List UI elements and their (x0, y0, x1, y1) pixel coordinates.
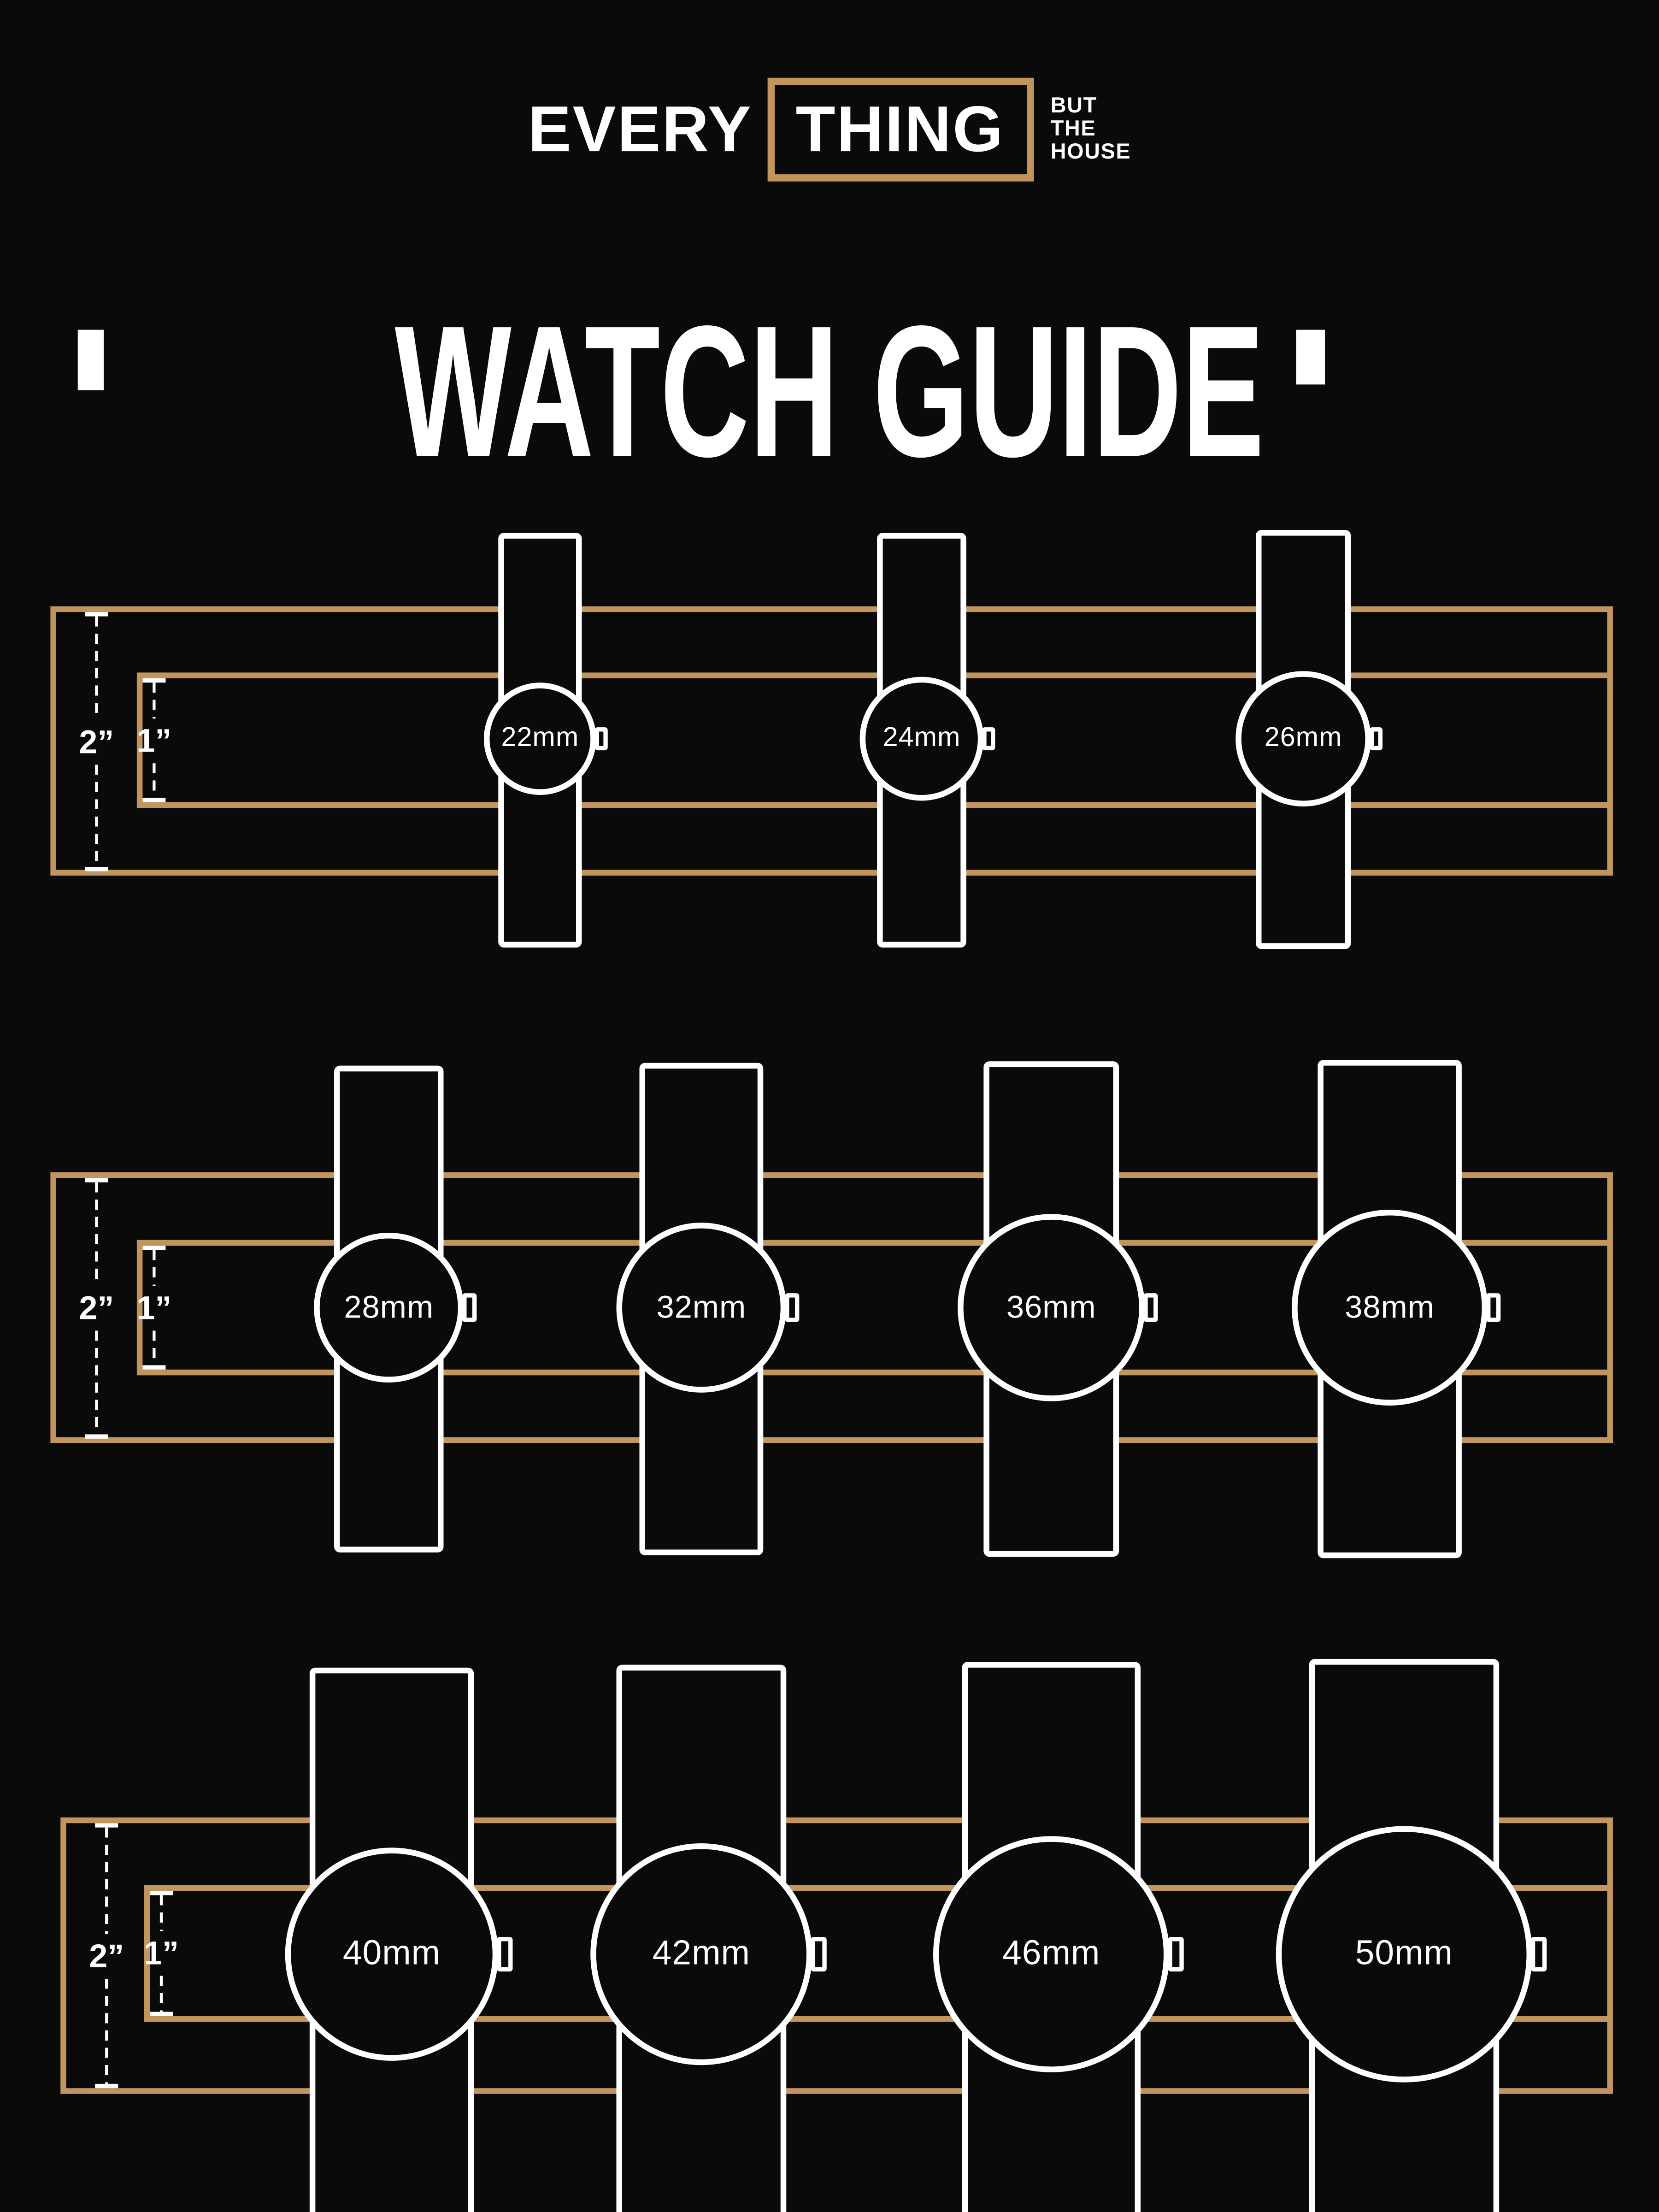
band-inner-1in (136, 1240, 1613, 1376)
dimension-cap-icon (142, 798, 166, 802)
band-inner-1in (144, 1885, 1613, 2022)
dimension-cap-icon (95, 1823, 118, 1828)
watch-size-label: 28mm (344, 1288, 434, 1325)
dimension-marker-2in: 2” (73, 1178, 119, 1439)
watch-crown-icon (462, 1293, 477, 1322)
dimension-marker-2in: 2” (83, 1823, 129, 2088)
page-title: WATCH GUIDE (394, 288, 1265, 497)
watch-face-50mm: 50mm (1276, 1826, 1547, 2083)
dimension-label-2in: 2” (79, 1288, 114, 1327)
watch-face-46mm: 46mm (933, 1836, 1184, 2072)
dimension-marker-1in: 1” (138, 1891, 184, 2016)
dimension-line-icon (95, 1330, 98, 1435)
brand-word-every: EVERY (528, 92, 753, 166)
watch-size-label: 38mm (1345, 1288, 1435, 1325)
watch-face-40mm: 40mm (285, 1847, 513, 2061)
dimension-label-2in: 2” (89, 1936, 124, 1974)
watch-face-22mm: 22mm (484, 682, 608, 795)
dimension-line-icon (159, 1895, 163, 1931)
dimension-line-icon (95, 616, 98, 719)
dimension-line-icon (153, 762, 156, 798)
watch-size-label: 22mm (501, 723, 579, 753)
dimension-cap-icon (142, 678, 166, 683)
brand-tagline-line-3: HOUSE (1050, 140, 1131, 165)
watch-crown-icon (811, 1937, 827, 1972)
watch-crown-icon (497, 1937, 513, 1972)
watch-crown-icon (1486, 1293, 1501, 1322)
dimension-cap-icon (85, 867, 108, 871)
watch-size-label: 46mm (1002, 1934, 1100, 1973)
decorative-mark-left (77, 329, 104, 390)
watch-size-label: 32mm (656, 1288, 747, 1325)
watch-crown-icon (1168, 1937, 1184, 1972)
dimension-line-icon (105, 1827, 108, 1934)
brand-tagline-line-1: BUT (1050, 94, 1097, 118)
dimension-cap-icon (85, 1434, 108, 1439)
dimension-cap-icon (95, 2083, 118, 2088)
dimension-label-1in: 1” (136, 721, 172, 759)
dimension-line-icon (95, 764, 98, 867)
dimension-marker-1in: 1” (131, 1246, 177, 1370)
brand-word-thing-boxed: THING (767, 77, 1034, 182)
watch-size-label: 24mm (882, 723, 961, 753)
band-outer-2in (50, 606, 1613, 876)
dimension-line-icon (159, 1976, 163, 2012)
watch-crown-icon (594, 727, 608, 751)
dimension-marker-2in: 2” (73, 612, 119, 871)
dimension-cap-icon (150, 2012, 173, 2016)
brand-tagline: BUT THE HOUSE (1050, 94, 1131, 165)
dimension-label-1in: 1” (144, 1934, 179, 1972)
dimension-line-icon (105, 1978, 108, 2084)
dimension-line-icon (153, 1250, 156, 1286)
dimension-label-2in: 2” (79, 722, 114, 760)
dimension-line-icon (95, 1182, 98, 1286)
dimension-cap-icon (150, 1891, 173, 1895)
brand-logo: EVERY THING BUT THE HOUSE (0, 77, 1659, 182)
dimension-cap-icon (142, 1246, 166, 1250)
dimension-cap-icon (142, 1365, 166, 1370)
dimension-line-icon (153, 682, 156, 718)
watch-crown-icon (785, 1293, 800, 1322)
watch-size-label: 50mm (1355, 1934, 1453, 1973)
dimension-cap-icon (85, 612, 108, 617)
watch-crown-icon (1530, 1937, 1547, 1972)
watch-size-label: 40mm (342, 1934, 441, 1973)
dimension-marker-1in: 1” (131, 678, 177, 802)
brand-tagline-line-2: THE (1050, 117, 1096, 141)
dimension-cap-icon (85, 1178, 108, 1182)
watch-crown-icon (1143, 1293, 1158, 1322)
watch-face-42mm: 42mm (590, 1843, 827, 2065)
decorative-mark-right (1296, 329, 1325, 385)
watch-crown-icon (1369, 727, 1382, 751)
watch-crown-icon (982, 727, 995, 751)
watch-size-label: 42mm (652, 1934, 750, 1973)
dimension-line-icon (153, 1330, 156, 1365)
watch-size-label: 36mm (1006, 1288, 1096, 1325)
dimension-label-1in: 1” (136, 1288, 172, 1326)
watch-size-label: 26mm (1264, 723, 1342, 753)
